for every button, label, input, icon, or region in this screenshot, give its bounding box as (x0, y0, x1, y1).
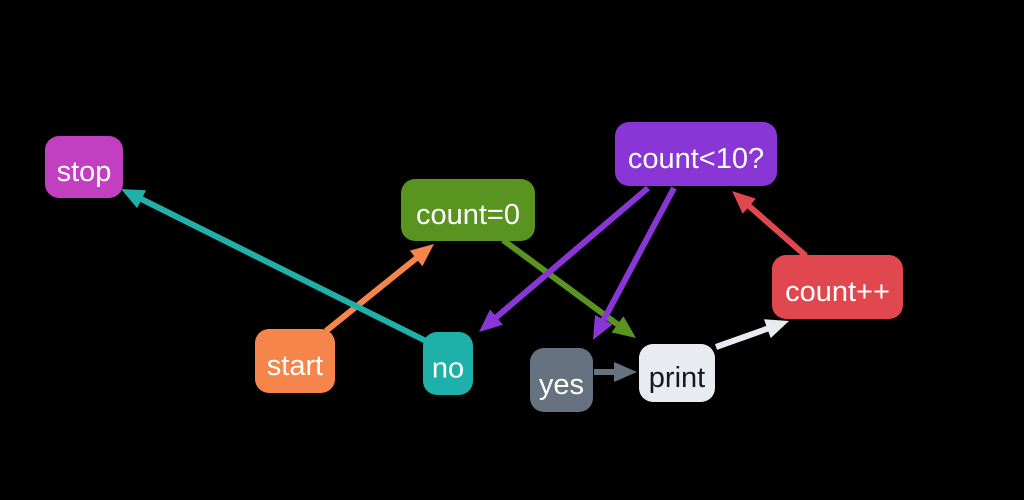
node-stop: stop (45, 136, 123, 198)
edge-no-to-stop (121, 189, 428, 344)
node-box (45, 136, 123, 198)
node-box (401, 179, 535, 241)
edge-cond-to-no (479, 185, 650, 332)
node-countpp: count++ (772, 255, 903, 319)
edge-line (138, 195, 428, 344)
arrowhead-icon (409, 244, 434, 267)
edge-cond-to-yes (593, 186, 677, 340)
edge-print-to-countpp (714, 319, 789, 350)
node-yes: yes (530, 348, 593, 412)
arrowhead-icon (614, 362, 637, 382)
node-count0: count=0 (401, 179, 535, 241)
edge-count0-to-print (501, 237, 636, 338)
node-box (255, 329, 335, 393)
node-cond: count<10? (615, 122, 777, 186)
node-label: print (649, 362, 705, 394)
node-no: no (423, 332, 473, 395)
edge-line (493, 185, 650, 321)
node-label: stop (57, 156, 112, 188)
edge-line (324, 254, 420, 334)
node-box (530, 348, 593, 412)
edge-start-to-count0 (324, 244, 434, 334)
node-box (772, 255, 903, 319)
edge-yes-to-print (594, 362, 637, 382)
node-label: yes (539, 369, 584, 401)
node-box (423, 332, 473, 395)
node-label: count++ (785, 276, 890, 308)
node-label: start (267, 350, 323, 382)
node-label: count<10? (628, 143, 764, 175)
arrowhead-icon (121, 189, 147, 209)
arrowhead-icon (479, 309, 503, 332)
edge-line (600, 186, 677, 323)
edge-line (745, 202, 808, 259)
edge-line (501, 237, 621, 328)
node-box (615, 122, 777, 186)
arrowhead-icon (763, 319, 789, 339)
arrowhead-icon (732, 191, 756, 214)
edge-line (714, 325, 771, 350)
node-print: print (639, 344, 715, 402)
node-label: count=0 (416, 199, 520, 231)
node-label: no (432, 353, 464, 385)
edge-countpp-to-cond (732, 191, 808, 259)
node-start: start (255, 329, 335, 393)
node-box (639, 344, 715, 402)
arrowhead-icon (593, 314, 613, 340)
arrowhead-icon (611, 316, 636, 338)
